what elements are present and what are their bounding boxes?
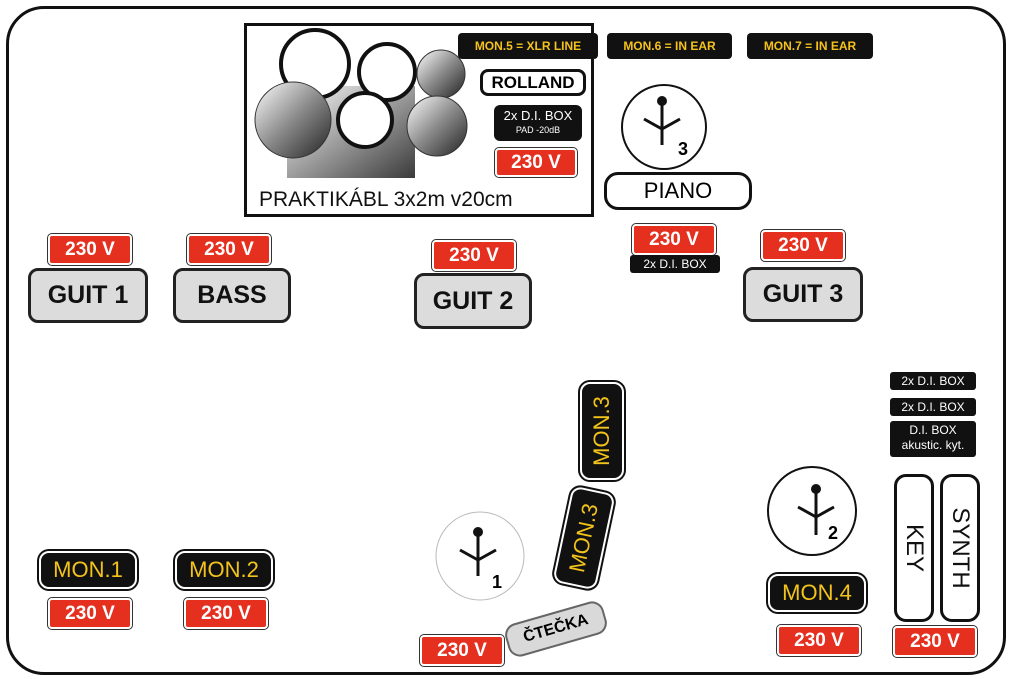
mon2-wedge: MON.2: [175, 551, 273, 589]
mon6-note: MON.6 = IN EAR: [607, 33, 732, 59]
drum-kit-drawing: [254, 28, 468, 178]
synth-instrument: SYNTH: [940, 474, 980, 622]
mon2-power: 230 V: [184, 598, 268, 629]
mon3-lower-label: MON.3: [564, 501, 603, 575]
key-label: KEY: [901, 523, 928, 573]
mon3-wedge-upper: MON.3: [580, 382, 624, 480]
keys-di-box-1: 2x D.I. BOX: [890, 372, 976, 390]
piano-player-number: 3: [678, 139, 689, 159]
keys-di-box-3-line2: akustic. kyt.: [901, 438, 965, 452]
keys-player: 2: [766, 465, 858, 557]
bass-power: 230 V: [187, 234, 271, 265]
piano-player: 3: [620, 83, 708, 171]
person-icon: [621, 84, 707, 170]
piano-label: PIANO: [604, 172, 752, 210]
riser-label: PRAKTIKÁBL 3x2m v20cm: [259, 188, 513, 211]
keys-di-box-3: D.I. BOX akustic. kyt.: [890, 421, 976, 457]
guit3-power: 230 V: [761, 230, 845, 261]
riser-di-box: 2x D.I. BOX PAD -20dB: [494, 105, 582, 141]
riser-pad-label: PAD -20dB: [515, 125, 561, 135]
mon1-power: 230 V: [48, 598, 132, 629]
guit2-amp: GUIT 2: [414, 273, 532, 329]
mon4-power: 230 V: [777, 625, 861, 656]
person-icon: [767, 466, 857, 556]
key-instrument: KEY: [894, 474, 934, 622]
piano-di-box: 2x D.I. BOX: [630, 255, 720, 273]
guit2-power: 230 V: [432, 240, 516, 271]
stage-outline: [6, 6, 1006, 675]
keys-power: 230 V: [893, 626, 977, 657]
riser-di-box-label: 2x D.I. BOX: [503, 108, 573, 123]
center-singer-number: 1: [492, 572, 503, 592]
keys-di-box-2: 2x D.I. BOX: [890, 398, 976, 416]
mon7-note: MON.7 = IN EAR: [747, 33, 873, 59]
mon1-wedge: MON.1: [39, 551, 137, 589]
person-icon: [435, 511, 525, 601]
mon3-upper-label: MON.3: [589, 396, 614, 466]
drum-riser: PRAKTIKÁBL 3x2m v20cm ROLLAND 2x D.I. BO…: [244, 23, 594, 217]
center-singer: 1: [434, 510, 526, 602]
riser-power: 230 V: [495, 148, 577, 177]
center-power: 230 V: [420, 635, 504, 666]
mon5-note: MON.5 = XLR LINE: [458, 33, 598, 59]
mon4-wedge: MON.4: [768, 574, 866, 612]
synth-label: SYNTH: [947, 507, 974, 589]
bass-amp: BASS: [173, 268, 291, 323]
guit1-power: 230 V: [48, 234, 132, 265]
guit1-amp: GUIT 1: [28, 268, 148, 323]
keys-di-box-3-line1: D.I. BOX: [909, 423, 957, 437]
guit3-amp: GUIT 3: [743, 267, 863, 322]
keys-player-number: 2: [828, 523, 839, 543]
piano-power: 230 V: [632, 224, 716, 255]
rolland-label: ROLLAND: [480, 69, 586, 96]
